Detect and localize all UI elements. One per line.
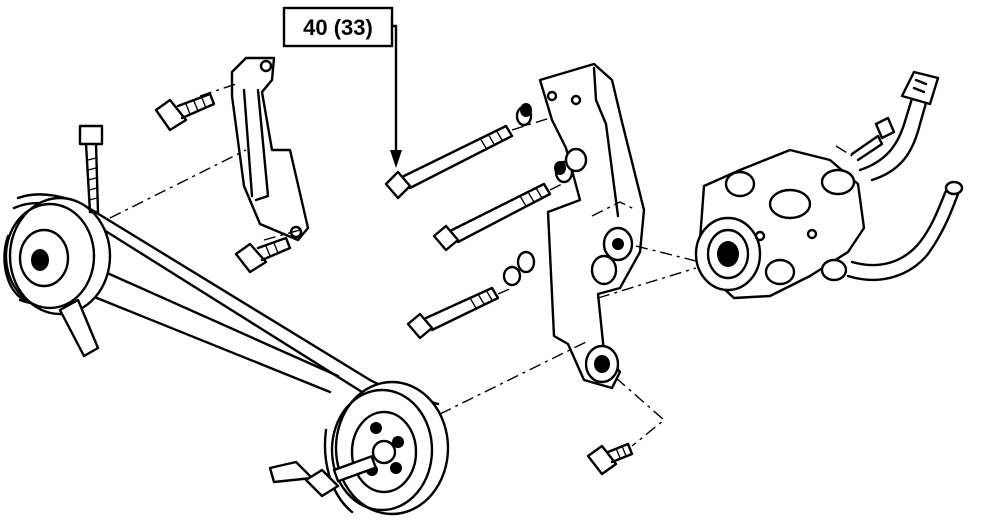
vertical-bolt bbox=[78, 124, 104, 214]
long-bolt-2 bbox=[432, 182, 552, 252]
long-bolt-1 bbox=[384, 124, 514, 200]
crankshaft-pulley bbox=[323, 380, 450, 516]
adjusting-bracket bbox=[230, 56, 310, 242]
pump-bracket bbox=[538, 62, 646, 390]
pulley-bolt-lower bbox=[268, 455, 377, 498]
alignment-lines bbox=[109, 83, 853, 447]
torque-label: 40 (33) bbox=[303, 15, 373, 40]
power-steering-pump bbox=[694, 148, 866, 300]
torque-callout: 40 (33) bbox=[282, 6, 402, 168]
bracket-bolt-lower bbox=[234, 236, 292, 274]
idler-pulley bbox=[3, 196, 112, 358]
bracket-bolt-upper bbox=[154, 92, 216, 132]
pump-hoses bbox=[846, 70, 964, 282]
pump-bolt bbox=[850, 116, 896, 162]
long-bolt-3 bbox=[406, 286, 500, 340]
bracket-bolt-bottom bbox=[586, 442, 634, 476]
